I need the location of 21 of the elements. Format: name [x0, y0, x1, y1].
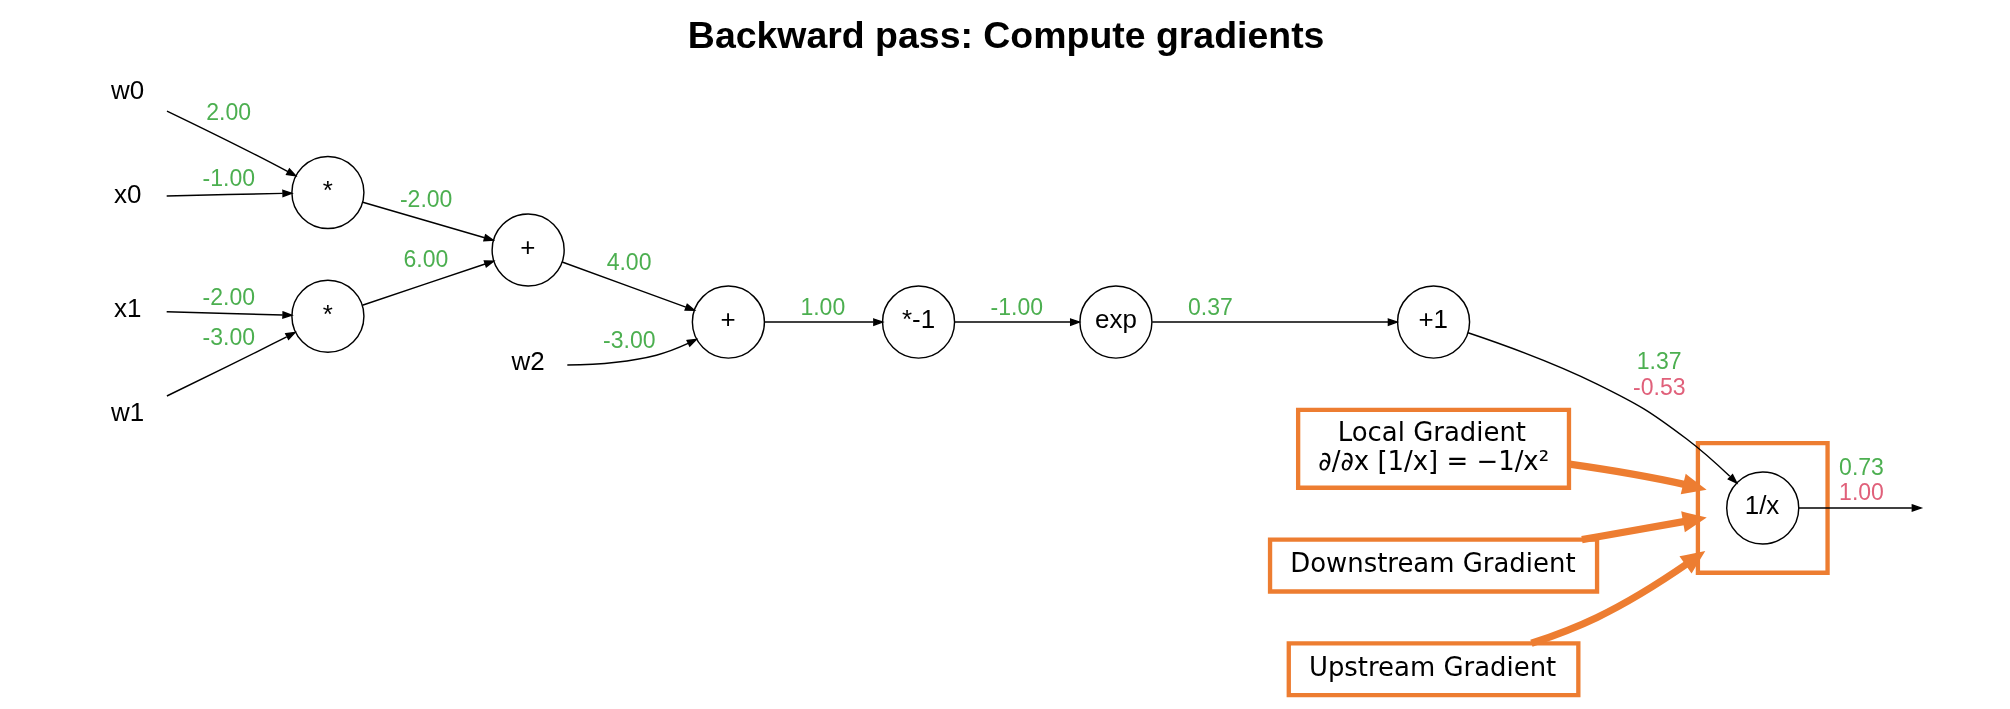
edge-label: -3.00: [602, 326, 656, 353]
edge-label: -1.00: [202, 165, 255, 192]
edge-label: -2.00: [202, 283, 255, 310]
node-text: w1: [110, 397, 144, 426]
diagram-title: Backward pass: Compute gradients: [687, 14, 1324, 57]
edge-label: 1.00: [1838, 479, 1884, 506]
edge-label: 4.00: [606, 248, 651, 275]
edge-label: 0.73: [1838, 453, 1884, 480]
edge-label: 2.00: [205, 99, 251, 126]
edge-label: 1.37: [1636, 348, 1682, 375]
edge-label: -2.00: [399, 185, 452, 212]
edge-label: 6.00: [403, 246, 448, 273]
edge-label: -1.00: [990, 293, 1043, 320]
node-text: w0: [110, 76, 144, 105]
edge-label: -3.00: [202, 323, 255, 350]
node-text: x1: [113, 293, 141, 322]
node-text: x0: [113, 180, 141, 209]
edge-label: 1.00: [799, 293, 845, 320]
node-text: w2: [511, 347, 545, 376]
edge-label: -0.53: [1632, 374, 1686, 401]
edge-label: 0.37: [1187, 293, 1233, 320]
